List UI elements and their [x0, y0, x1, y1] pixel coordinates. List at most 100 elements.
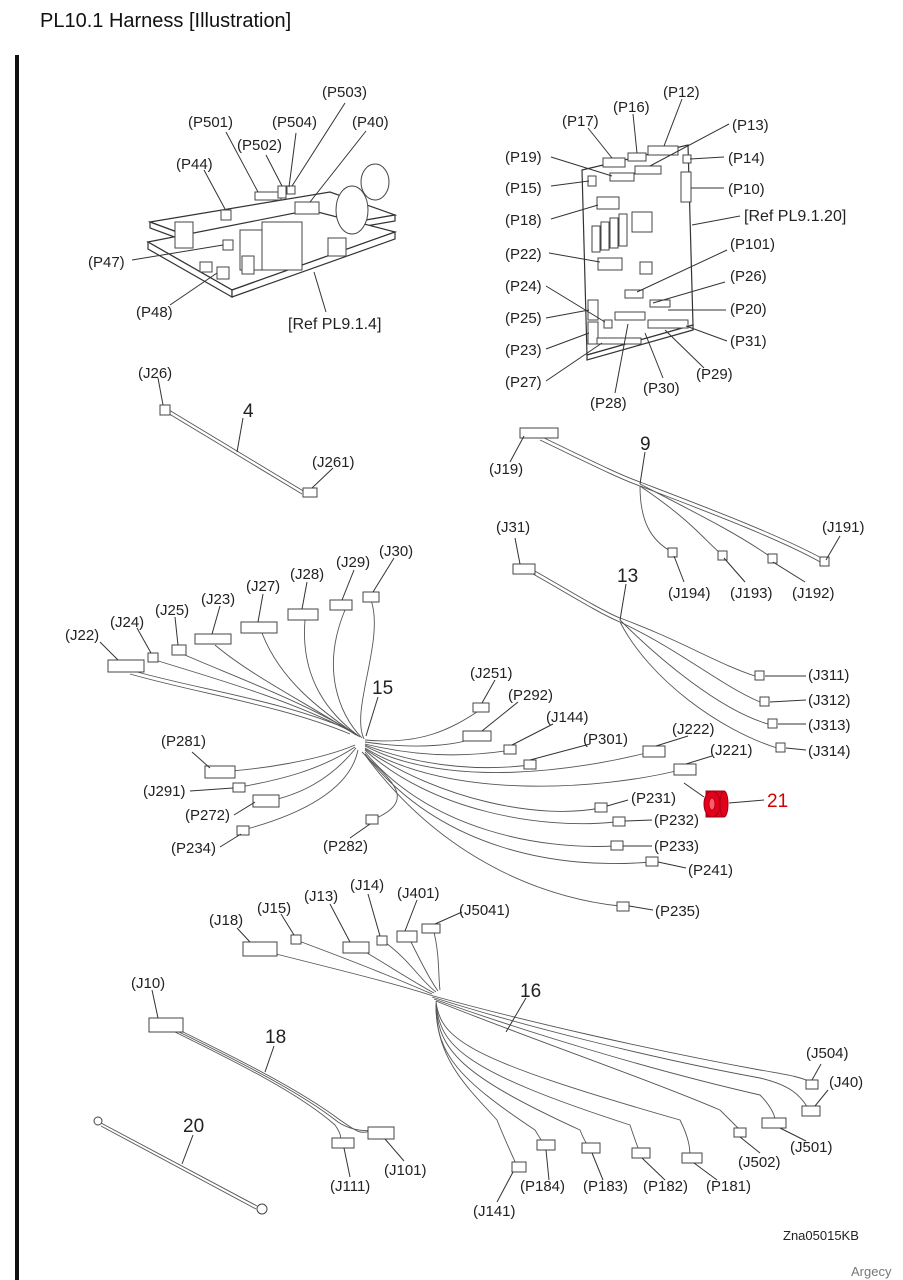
harness-13 — [512, 537, 807, 753]
label-j25: (J25) — [155, 602, 189, 619]
label-j291: (J291) — [143, 783, 186, 800]
label-p232: (P232) — [654, 812, 699, 829]
label-j502: (J502) — [738, 1154, 781, 1171]
label-j27: (J27) — [246, 578, 280, 595]
harness-9 — [509, 427, 841, 583]
mcu-leaders — [545, 98, 741, 394]
label-p22: (P22) — [505, 246, 542, 263]
label-p20: (P20) — [730, 301, 767, 318]
label-p234: (P234) — [171, 840, 216, 857]
label-p30: (P30) — [643, 380, 680, 397]
label-j501: (J501) — [790, 1139, 833, 1156]
label-p29: (P29) — [696, 366, 733, 383]
label-j23: (J23) — [201, 591, 235, 608]
label-j30: (J30) — [379, 543, 413, 560]
label-j29: (J29) — [336, 554, 370, 571]
psu-board — [146, 163, 398, 299]
ground-wire-20 — [93, 1116, 268, 1215]
label-p12: (P12) — [663, 84, 700, 101]
psu-leaders — [131, 102, 367, 313]
label-p503: (P503) — [322, 84, 367, 101]
label-j313: (J313) — [808, 717, 851, 734]
label-j312: (J312) — [808, 692, 851, 709]
brand-watermark: Argecy — [851, 1264, 892, 1279]
label-p26: (P26) — [730, 268, 767, 285]
label-p18: (P18) — [505, 212, 542, 229]
label-p281: (P281) — [161, 733, 206, 750]
label-p24: (P24) — [505, 278, 542, 295]
label-j15: (J15) — [257, 900, 291, 917]
page-title: PL10.1 Harness [Illustration] — [40, 10, 292, 32]
ferrite-core — [683, 782, 765, 818]
harness-16 — [236, 893, 829, 1203]
harness-18-number: 18 — [265, 1027, 286, 1048]
label-p47: (P47) — [88, 254, 125, 271]
label-p10: (P10) — [728, 181, 765, 198]
label-p13: (P13) — [732, 117, 769, 134]
label-p241: (P241) — [688, 862, 733, 879]
label-j14: (J14) — [350, 877, 384, 894]
label-j19: (J19) — [489, 461, 523, 478]
label-p292: (P292) — [508, 687, 553, 704]
label-j261: (J261) — [312, 454, 355, 471]
label-p15: (P15) — [505, 180, 542, 197]
label-p184: (P184) — [520, 1178, 565, 1195]
label-p44: (P44) — [176, 156, 213, 173]
label-p19: (P19) — [505, 149, 542, 166]
ref-psu: [Ref PL9.1.4] — [288, 316, 381, 333]
label-p301: (P301) — [583, 731, 628, 748]
label-j26: (J26) — [138, 365, 172, 382]
label-p504: (P504) — [272, 114, 317, 131]
label-p16: (P16) — [613, 99, 650, 116]
harness-9-number: 9 — [640, 434, 651, 455]
label-j101: (J101) — [384, 1162, 427, 1179]
ref-mcu: [Ref PL9.1.20] — [744, 208, 846, 225]
label-j22: (J22) — [65, 627, 99, 644]
label-j144: (J144) — [546, 709, 589, 726]
harness-20-number: 20 — [183, 1116, 204, 1137]
label-j251: (J251) — [470, 665, 513, 682]
harness-15 — [99, 557, 713, 912]
label-j193: (J193) — [730, 585, 773, 602]
harness-4-number: 4 — [243, 401, 254, 422]
label-j5041: (J5041) — [459, 902, 510, 919]
label-j31: (J31) — [496, 519, 530, 536]
label-p502: (P502) — [237, 137, 282, 154]
label-j311: (J311) — [808, 667, 849, 684]
label-j24: (J24) — [110, 614, 144, 631]
label-j222: (J222) — [672, 721, 715, 738]
label-j221: (J221) — [710, 742, 753, 759]
left-rule — [15, 55, 19, 1280]
label-p27: (P27) — [505, 374, 542, 391]
harness-4 — [157, 377, 334, 498]
harness-13-number: 13 — [617, 566, 638, 587]
label-p282: (P282) — [323, 838, 368, 855]
label-p183: (P183) — [583, 1178, 628, 1195]
label-j192: (J192) — [792, 585, 835, 602]
label-j40: (J40) — [829, 1074, 863, 1091]
label-j401: (J401) — [397, 885, 440, 902]
figure-code: Zna05015KB — [783, 1228, 859, 1243]
label-p235: (P235) — [655, 903, 700, 920]
label-p101: (P101) — [730, 236, 775, 253]
label-p182: (P182) — [643, 1178, 688, 1195]
label-p48: (P48) — [136, 304, 173, 321]
label-j194: (J194) — [668, 585, 711, 602]
label-p23: (P23) — [505, 342, 542, 359]
label-p14: (P14) — [728, 150, 765, 167]
label-j141: (J141) — [473, 1203, 516, 1220]
label-j10: (J10) — [131, 975, 165, 992]
label-j504: (J504) — [806, 1045, 849, 1062]
label-j13: (J13) — [304, 888, 338, 905]
label-p40: (P40) — [352, 114, 389, 131]
label-p25: (P25) — [505, 310, 542, 327]
label-p17: (P17) — [562, 113, 599, 130]
label-p272: (P272) — [185, 807, 230, 824]
label-p233: (P233) — [654, 838, 699, 855]
mcu-board — [581, 144, 694, 361]
label-j191: (J191) — [822, 519, 865, 536]
part-21-number: 21 — [767, 791, 788, 812]
label-j314: (J314) — [808, 743, 851, 760]
label-j18: (J18) — [209, 912, 243, 929]
